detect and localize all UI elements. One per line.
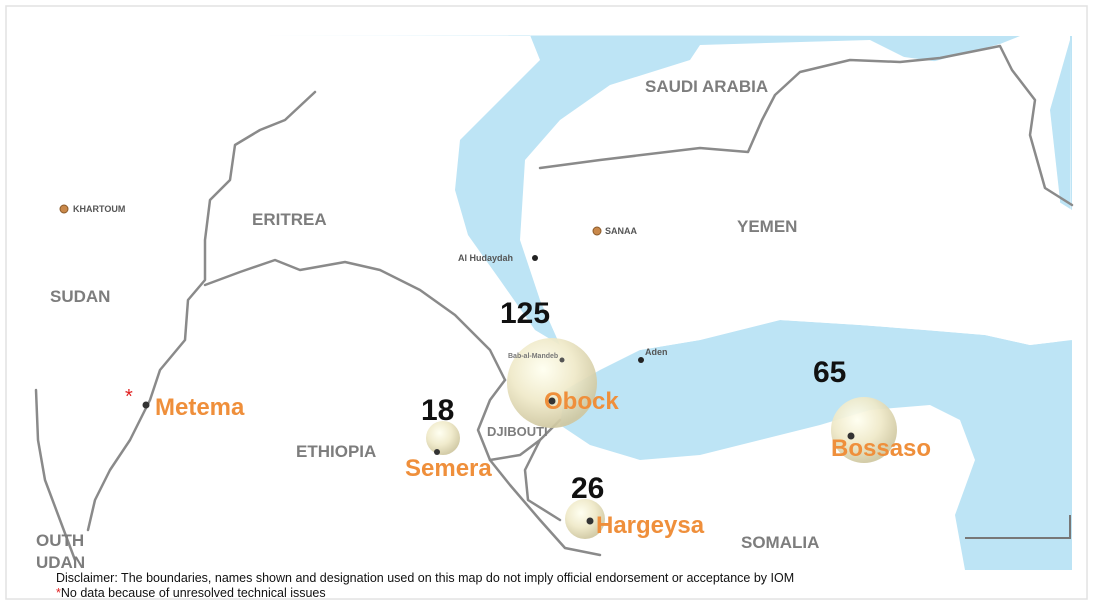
- yemen-label: YEMEN: [737, 217, 797, 236]
- obock-bubble: [507, 338, 597, 428]
- point-names: Obock Bossaso Hargeysa Semera Metema *: [125, 386, 931, 539]
- somalia-label: SOMALIA: [741, 533, 819, 552]
- small-cities: KHARTOUM SANAA Al Hudaydah Aden: [59, 204, 668, 363]
- djibouti-label: DJIBOUTI: [487, 424, 548, 439]
- obock-dot: [548, 397, 556, 405]
- hargeysa-dot: [586, 517, 594, 525]
- south-sudan-label-1: OUTH: [36, 531, 84, 550]
- sanaa-label: SANAA: [605, 226, 638, 236]
- hargeysa-count: 26: [571, 472, 604, 505]
- saudi-arabia-label: SAUDI ARABIA: [645, 77, 768, 96]
- note-text: No data because of unresolved technical …: [60, 586, 326, 600]
- ethiopia-label: ETHIOPIA: [296, 442, 376, 461]
- khartoum-label: KHARTOUM: [73, 204, 125, 214]
- aden-label: Aden: [645, 347, 668, 357]
- footer-note: *No data because of unresolved technical…: [56, 586, 794, 601]
- counts: 125 65 26 18: [421, 297, 846, 505]
- semera-dot: [434, 449, 440, 455]
- metema-label: Metema: [155, 394, 245, 421]
- bossaso-count: 65: [813, 356, 846, 389]
- hargeysa-label: Hargeysa: [596, 512, 705, 539]
- bab-al-mandeb-marker: [559, 357, 565, 363]
- bossaso-dot: [847, 432, 855, 440]
- khartoum-marker: [59, 204, 69, 214]
- bossaso-label: Bossaso: [831, 435, 931, 462]
- sea: [248, 35, 1072, 570]
- al-hudaydah-label: Al Hudaydah: [458, 253, 513, 263]
- obock-count: 125: [500, 297, 550, 330]
- sudan-label: SUDAN: [50, 287, 110, 306]
- scale-bar: [965, 515, 1071, 539]
- semera-bubble: [426, 421, 460, 455]
- bossaso-bubble: [831, 397, 897, 463]
- semera-count: 18: [421, 394, 454, 427]
- footer: Disclaimer: The boundaries, names shown …: [56, 571, 794, 601]
- borders: [34, 44, 1074, 562]
- metema-asterisk: *: [125, 386, 133, 408]
- al-hudaydah-marker: [532, 255, 538, 261]
- disclaimer-text: Disclaimer: The boundaries, names shown …: [56, 571, 795, 585]
- note-asterisk: *: [56, 586, 61, 600]
- bab-al-mandeb-label: Bab-al-Mandeb: [508, 353, 558, 360]
- eritrea-label: ERITREA: [252, 210, 327, 229]
- flow-bubbles: [426, 338, 897, 539]
- semera-label: Semera: [405, 455, 492, 482]
- south-sudan-label-2: UDAN: [36, 553, 85, 572]
- hargeysa-bubble: [565, 499, 605, 539]
- sanaa-marker: [592, 226, 602, 236]
- metema-dot: [142, 401, 150, 409]
- obock-label: Obock: [544, 388, 619, 415]
- arabian-peninsula: [525, 48, 1072, 360]
- country-labels: SAUDI ARABIA YEMEN ERITREA SUDAN ETHIOPI…: [36, 77, 819, 572]
- aden-marker: [638, 357, 644, 363]
- point-dots: [142, 397, 855, 525]
